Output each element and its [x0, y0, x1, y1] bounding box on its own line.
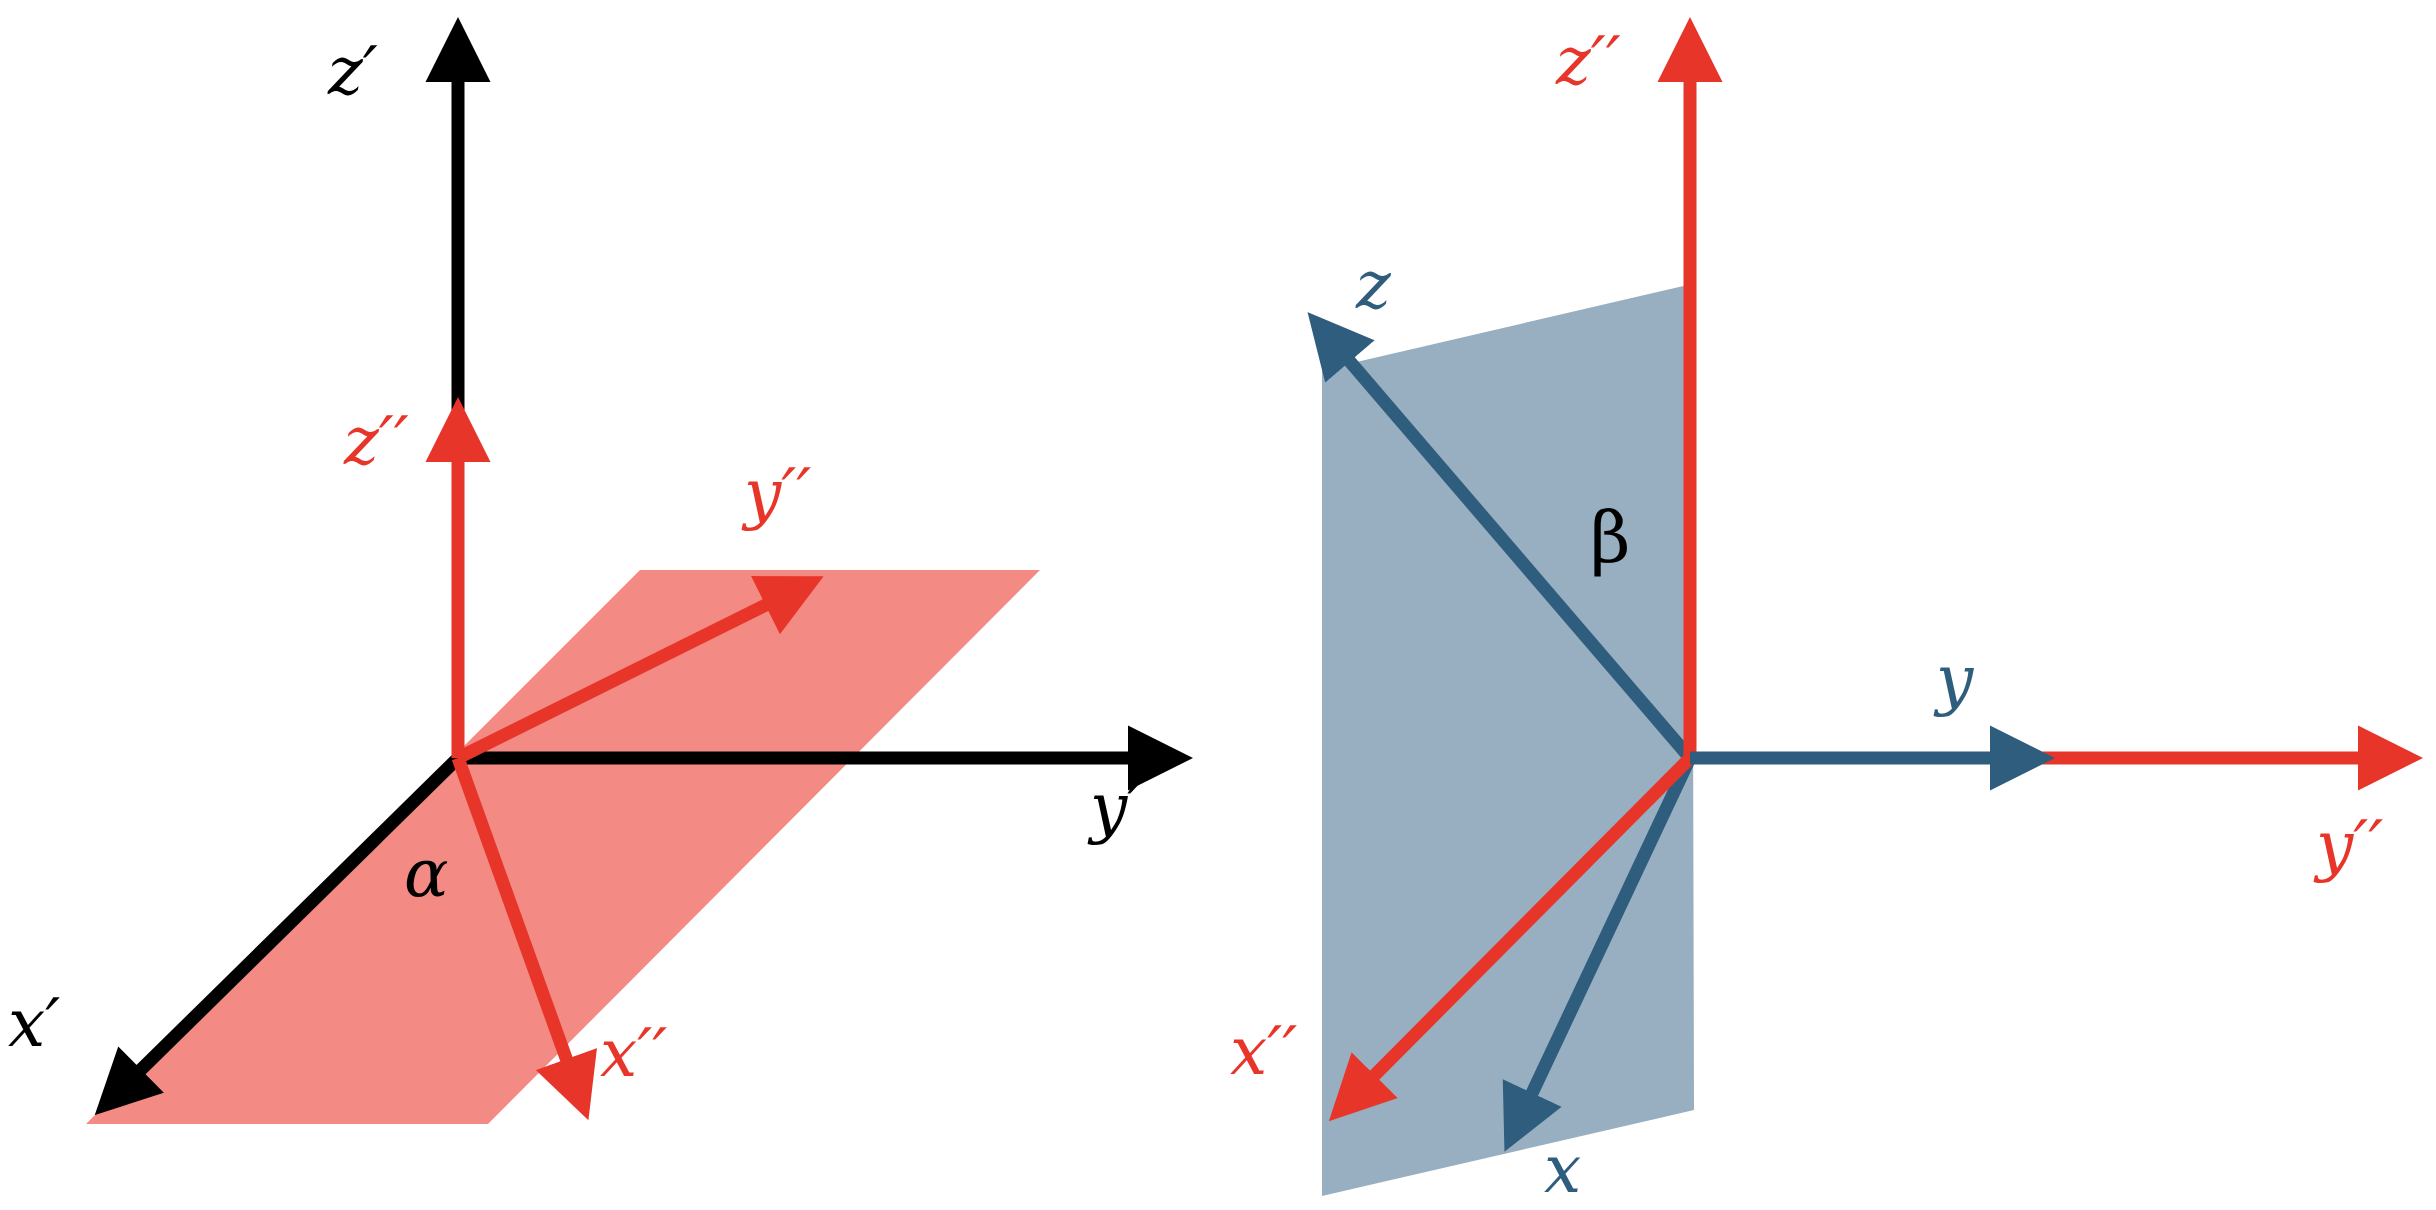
label-z: z — [1355, 247, 1392, 324]
label-y: y — [1933, 641, 1974, 718]
label-x-prime: x′ — [8, 985, 60, 1062]
label-z-double-prime-right: z′′ — [1555, 23, 1621, 100]
label-z-prime: z′ — [327, 33, 378, 110]
right-panel: z′′ z β y y′′ x′′ x — [1230, 17, 2423, 1208]
label-y-double-prime: y′′ — [741, 455, 811, 532]
x-double-prime-axis — [451, 755, 597, 1121]
left-panel: z′ z′′ y′′ y′ α x′ x′′ — [8, 17, 1193, 1124]
x-double-prime-axis-right — [1328, 753, 1695, 1122]
label-alpha: α — [404, 835, 449, 912]
beta-plane — [1322, 284, 1694, 1196]
label-beta: β — [1590, 497, 1630, 579]
x-axis — [1502, 755, 1696, 1152]
label-x-double-prime: x′′ — [600, 1015, 667, 1092]
label-x: x — [1544, 1131, 1581, 1208]
label-y-double-prime-right: y′′ — [2313, 807, 2383, 884]
z-axis — [1307, 312, 1695, 763]
label-x-double-prime-right: x′′ — [1230, 1013, 1297, 1090]
y-double-prime-axis — [455, 576, 824, 764]
alpha-plane — [86, 570, 1040, 1124]
label-z-double-prime: z′′ — [343, 403, 409, 480]
label-y-prime: y′ — [1087, 769, 1142, 846]
x-prime-axis — [94, 753, 463, 1116]
